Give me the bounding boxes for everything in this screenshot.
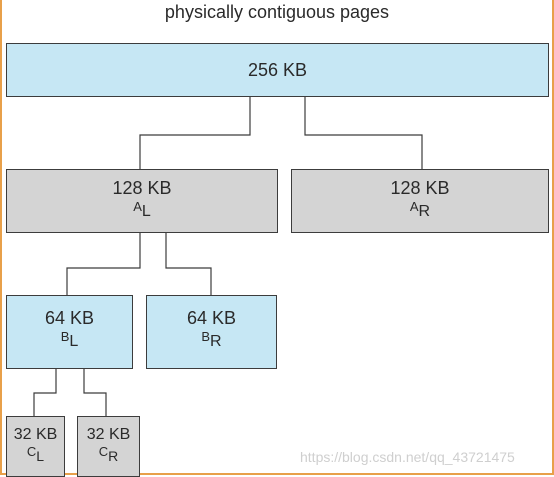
block-size: 256 KB: [247, 60, 308, 80]
connector-bl-cl: [33, 369, 57, 416]
block-size: 32 KB: [13, 426, 58, 443]
block-size: 64 KB: [44, 308, 95, 328]
connector-root-ar: [304, 97, 423, 169]
connector-al-br: [165, 233, 212, 295]
block-label: CL: [26, 444, 45, 464]
connector-al-bl: [66, 233, 141, 295]
block-size: 32 KB: [86, 426, 131, 443]
block-cr: 32 KB CR: [77, 416, 140, 477]
block-br: 64 KB BR: [146, 295, 277, 369]
block-label: CR: [98, 444, 119, 464]
block-cl: 32 KB CL: [6, 416, 65, 477]
block-bl: 64 KB BL: [6, 295, 133, 369]
block-label: AR: [409, 199, 431, 220]
block-al: 128 KB AL: [6, 169, 278, 233]
connector-root-al: [139, 97, 251, 169]
block-label: BL: [60, 329, 79, 350]
watermark: https://blog.csdn.net/qq_43721475: [300, 449, 515, 465]
block-size: 128 KB: [112, 178, 172, 198]
block-size: 128 KB: [390, 178, 450, 198]
block-size: 64 KB: [186, 308, 237, 328]
block-ar: 128 KB AR: [291, 169, 549, 233]
connector-bl-cr: [83, 369, 107, 416]
block-label: AL: [133, 199, 151, 220]
block-256kb: 256 KB: [6, 43, 549, 97]
diagram-title: physically contiguous pages: [164, 2, 390, 22]
block-label: BR: [201, 329, 222, 350]
